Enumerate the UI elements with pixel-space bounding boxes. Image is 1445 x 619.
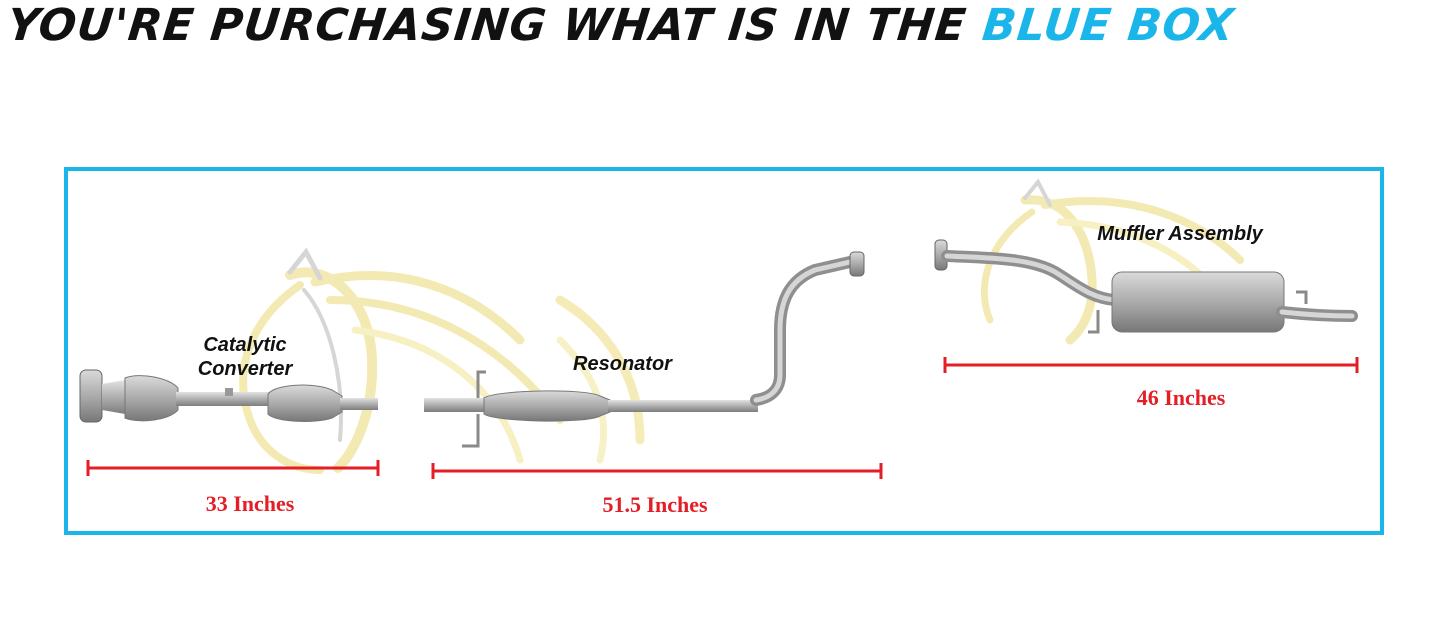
- horse-head-watermark-icon: [555, 295, 645, 464]
- measure-bar-46: [943, 357, 1359, 373]
- muffler-assembly-part: [934, 239, 1358, 334]
- muffler-measurement: 46 Inches: [1136, 385, 1226, 410]
- measure-bar-51-5: [431, 463, 883, 479]
- catalytic-converter-label-line2: Converter: [197, 358, 293, 380]
- blue-box: [64, 167, 1384, 535]
- catalytic-converter-part: [79, 369, 378, 423]
- measure-bar-33: [86, 460, 380, 476]
- converter-measurement: 33 Inches: [205, 491, 295, 516]
- catalytic-converter-label: Catalytic Converter: [180, 333, 310, 381]
- resonator-label: Resonator: [573, 353, 672, 375]
- muffler-assembly-label: Muffler Assembly: [1097, 223, 1263, 245]
- catalytic-converter-label-line1: Catalytic: [203, 334, 287, 356]
- resonator-measurement: 51.5 Inches: [602, 492, 708, 517]
- resonator-part: [424, 251, 865, 448]
